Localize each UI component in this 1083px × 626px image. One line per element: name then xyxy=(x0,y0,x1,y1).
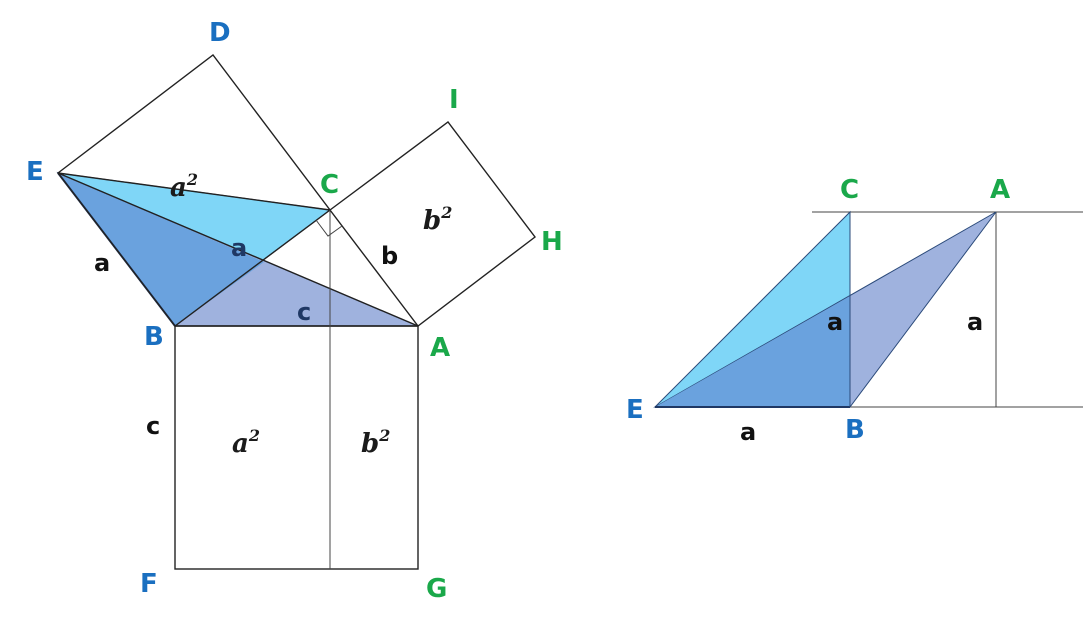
point-e-right: E xyxy=(626,395,644,425)
point-d: D xyxy=(209,18,231,48)
point-g: G xyxy=(426,574,447,604)
square-b-top xyxy=(329,121,536,327)
side-c-top: c xyxy=(297,298,311,326)
point-f: F xyxy=(140,569,158,599)
square-c-bottom xyxy=(174,325,419,570)
point-a-right: A xyxy=(990,175,1010,205)
point-a: A xyxy=(430,333,450,363)
point-c: C xyxy=(320,170,339,200)
point-i: I xyxy=(449,85,459,115)
side-c-left: c xyxy=(146,412,160,440)
right-angle-marker xyxy=(315,219,343,237)
area-b2-top: b2 xyxy=(423,203,452,236)
side-a-outer: a xyxy=(94,249,110,277)
point-c-right: C xyxy=(840,175,859,205)
area-b2-bottom: b2 xyxy=(361,426,390,459)
triangle-overlap-mid xyxy=(58,173,264,326)
side-a-height-right: a xyxy=(967,308,983,336)
triangle-overlap-right xyxy=(655,296,850,407)
area-a2-bottom: a2 xyxy=(232,426,260,459)
edge-ec xyxy=(57,172,331,211)
right-figure: C A E B a a a xyxy=(626,175,1083,446)
side-a-inner-right: a xyxy=(827,308,843,336)
area-a2-top: a2 xyxy=(170,170,198,203)
point-b-right: B xyxy=(845,415,865,445)
point-h: H xyxy=(541,227,563,257)
point-e: E xyxy=(26,157,44,187)
edge-ea xyxy=(57,172,419,327)
side-b: b xyxy=(381,242,398,270)
point-b: B xyxy=(144,322,164,352)
side-a-base-right: a xyxy=(740,418,756,446)
side-a-inner: a xyxy=(231,234,247,262)
left-figure: D I E C H B A F G a a b c c a2 b2 a2 b2 xyxy=(26,18,563,604)
